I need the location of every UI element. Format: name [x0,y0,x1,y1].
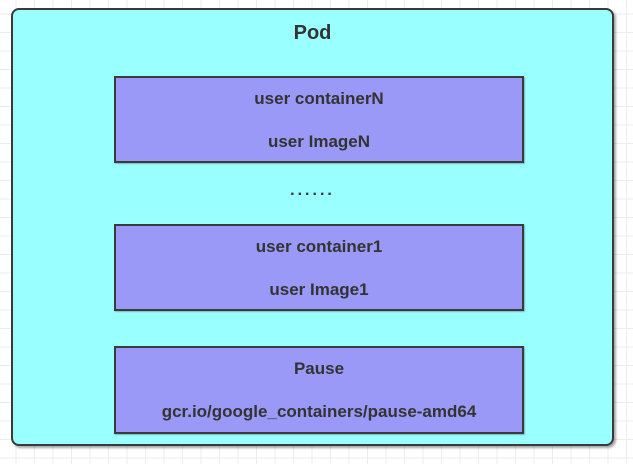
pod-title: Pod [293,22,332,44]
ellipsis-label: ...... [290,182,335,199]
pod-box: Pod user containerN user ImageN ...... u… [11,8,614,446]
container-image-label: user ImageN [267,131,371,151]
container-name-label: user container1 [255,236,383,256]
container-name-label: user containerN [254,88,384,108]
container-image-label: user Image1 [269,279,369,299]
container-box-pause: Pause gcr.io/google_containers/pause-amd… [114,346,524,434]
container-name-label: Pause [293,359,345,378]
container-box-user-n: user containerN user ImageN [114,76,524,163]
container-box-user-1: user container1 user Image1 [114,224,524,311]
container-image-label: gcr.io/google_containers/pause-amd64 [161,402,477,421]
